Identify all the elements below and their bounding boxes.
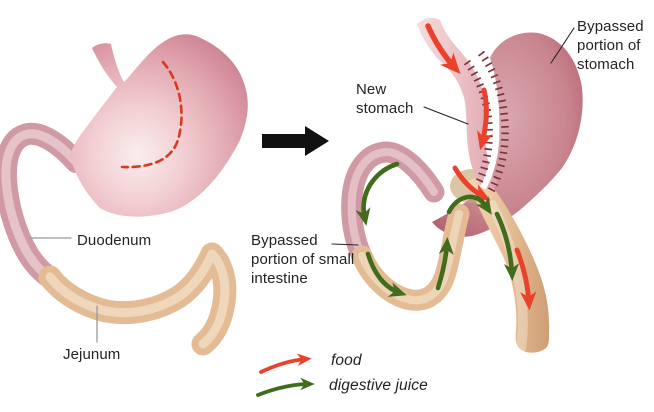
resection-dashed-line [120, 60, 183, 169]
jejunum-highlight [45, 249, 230, 349]
duodenum-label: Duodenum [77, 232, 152, 249]
juice-arrow-junction [446, 194, 492, 215]
bypassed-stomach-leader [550, 27, 575, 64]
legend-arrow-icons [256, 353, 315, 397]
legend-digestive-juice-label: digestive juice [329, 377, 428, 394]
bypass-stomach-figure [341, 17, 583, 357]
juice-arrow-loop-up [435, 237, 454, 291]
bypassed-stomach-label: Bypassed portion of stomach [577, 18, 644, 73]
food-arrow-limb [514, 247, 537, 311]
new-stomach-label: New stomach [356, 81, 414, 117]
food-arrow-esophagus [425, 23, 461, 75]
normal-stomach-figure [0, 34, 248, 356]
bypassed-stomach-body [432, 32, 583, 237]
food-flow-arrows [425, 23, 537, 311]
food-arrow-icon [259, 353, 312, 374]
juice-arrow-duodenum [355, 161, 400, 226]
staple-ticks-pouch-side [463, 59, 493, 186]
juice-arrow-loop-bottom [365, 251, 407, 297]
legend-food-label: food [331, 352, 362, 369]
leader-lines [29, 27, 575, 343]
duodenum-highlight [1, 129, 81, 284]
juice-arrow-limb [494, 211, 520, 281]
staple-gap [470, 56, 500, 190]
stomach-body [70, 34, 248, 217]
food-arrow-pouch [476, 87, 493, 151]
jejunum-label: Jejunum [63, 346, 121, 363]
new-stomach-leader [423, 106, 469, 125]
bypassed-small-intestine-label: Bypassed portion of small intestine [251, 232, 355, 287]
digestive-juice-arrow-icon [256, 377, 315, 397]
food-arrow-junction [452, 165, 491, 201]
staple-line [463, 50, 509, 195]
juice-flow-arrows [355, 161, 520, 297]
bypassed-duodenum-highlight [347, 147, 438, 264]
bypassed-intestine-leader [331, 243, 359, 246]
transform-arrow-icon [262, 126, 329, 156]
